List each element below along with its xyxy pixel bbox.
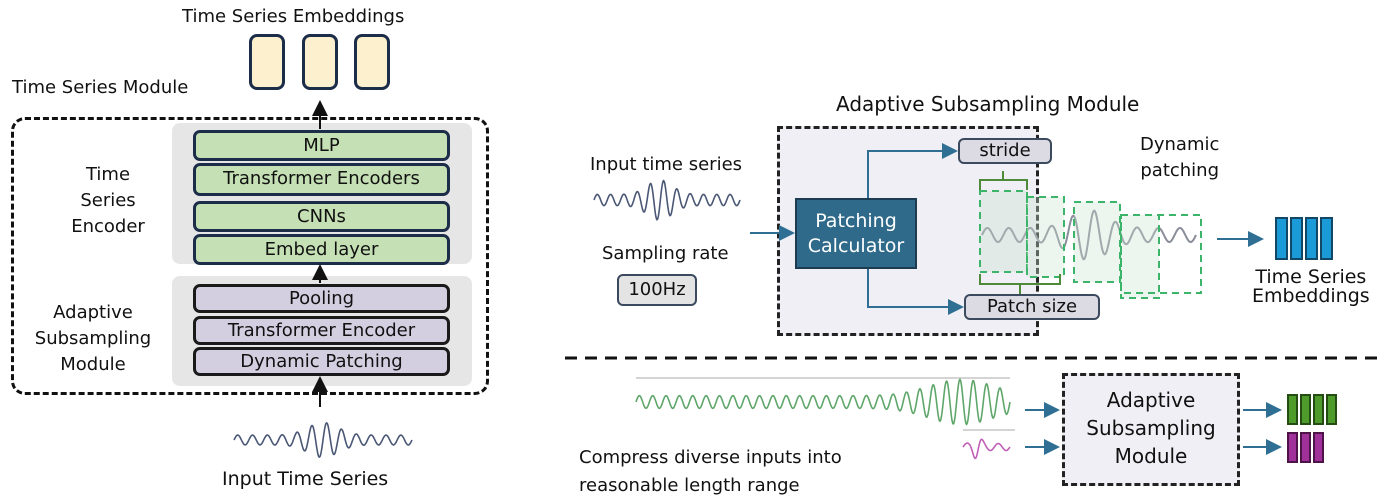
label-line: Adaptive xyxy=(53,302,133,323)
patch-size-box: Patch size xyxy=(964,294,1100,320)
label-line: Subsampling xyxy=(1086,416,1216,440)
stride-box: stride xyxy=(958,138,1052,164)
layer-transformer-encoder: Transformer Encoder xyxy=(193,316,450,345)
time-series-encoder-label: Time Series Encoder xyxy=(58,162,158,240)
patch-window xyxy=(979,190,1028,273)
time-series-module-label: Time Series Module xyxy=(12,77,189,98)
short-purple-wave xyxy=(962,438,1011,460)
patch-windows xyxy=(979,190,1202,299)
label-line: reasonable length range xyxy=(579,475,800,496)
embedding-bar xyxy=(1305,217,1318,260)
purple-embedding-bar xyxy=(1300,432,1311,463)
left-output-label: Time Series Embeddings xyxy=(182,6,405,27)
bottom-asm-box: Adaptive Subsampling Module xyxy=(1062,373,1240,486)
patch-window xyxy=(1026,196,1065,278)
input-ts-label: Input time series xyxy=(590,154,743,175)
left-input-wave xyxy=(233,421,413,459)
embedding-bar xyxy=(1275,217,1288,260)
green-embedding-bar xyxy=(1326,394,1337,425)
sampling-rate-label: Sampling rate xyxy=(602,243,729,264)
patch-window xyxy=(1120,214,1202,294)
label-line: Compress diverse inputs into xyxy=(579,447,842,468)
label-line: Module xyxy=(1114,444,1188,468)
label-line: Series xyxy=(80,190,136,211)
patch-wave xyxy=(981,209,1197,261)
label-line: Embeddings xyxy=(1252,285,1370,307)
adaptive-subsampling-label: Adaptive Subsampling Module xyxy=(28,300,158,378)
layer-embed: Embed layer xyxy=(193,234,450,265)
arrow-to-patch-size xyxy=(867,269,964,315)
layer-pooling: Pooling xyxy=(193,284,450,313)
label-line: Module xyxy=(60,354,126,375)
label-line: Subsampling xyxy=(34,328,152,349)
label-line: patching xyxy=(1140,160,1220,181)
label-line: Calculator xyxy=(807,235,905,257)
purple-embedding-bar xyxy=(1287,432,1298,463)
green-embedding-bar xyxy=(1300,394,1311,425)
label-line: Adaptive xyxy=(1106,388,1196,412)
right-input-wave xyxy=(593,179,741,221)
layer-transformer-encoders: Transformer Encoders xyxy=(193,163,450,196)
input-time-series-label: Input Time Series xyxy=(222,468,389,490)
embedding-token xyxy=(249,34,285,90)
long-green-wave xyxy=(635,378,1011,426)
right-output-label: Time Series Embeddings xyxy=(1252,268,1370,306)
compress-caption: Compress diverse inputs into reasonable … xyxy=(579,444,842,500)
layer-dynamic-patching: Dynamic Patching xyxy=(193,347,450,376)
patch-size-bracket xyxy=(979,274,1061,294)
layer-cnns: CNNs xyxy=(193,201,450,232)
green-embedding-bar xyxy=(1313,394,1324,425)
label-line: Patching xyxy=(815,210,897,232)
stride-bracket xyxy=(979,171,1028,190)
label-line: Dynamic xyxy=(1140,134,1220,155)
embedding-token xyxy=(354,34,390,90)
dynamic-patching-label: Dynamic patching xyxy=(1140,132,1219,184)
patch-window xyxy=(1120,214,1160,299)
purple-embedding-bar xyxy=(1313,432,1324,463)
embedding-bar xyxy=(1290,217,1303,260)
sampling-rate-value: 100Hz xyxy=(617,274,697,306)
patch-window xyxy=(1073,201,1121,283)
time-series-module-frame xyxy=(11,117,489,395)
patching-calculator: Patching Calculator xyxy=(795,198,917,269)
label-line: Time Series xyxy=(1255,266,1367,288)
embedding-bar xyxy=(1320,217,1333,260)
arrow-to-stride xyxy=(867,143,958,198)
embedding-token xyxy=(302,34,338,90)
green-embedding-bar xyxy=(1287,394,1298,425)
asm-title: Adaptive Subsampling Module xyxy=(836,92,1140,116)
label-line: Encoder xyxy=(71,216,145,237)
label-line: Time xyxy=(85,164,131,185)
layer-mlp: MLP xyxy=(193,130,450,161)
